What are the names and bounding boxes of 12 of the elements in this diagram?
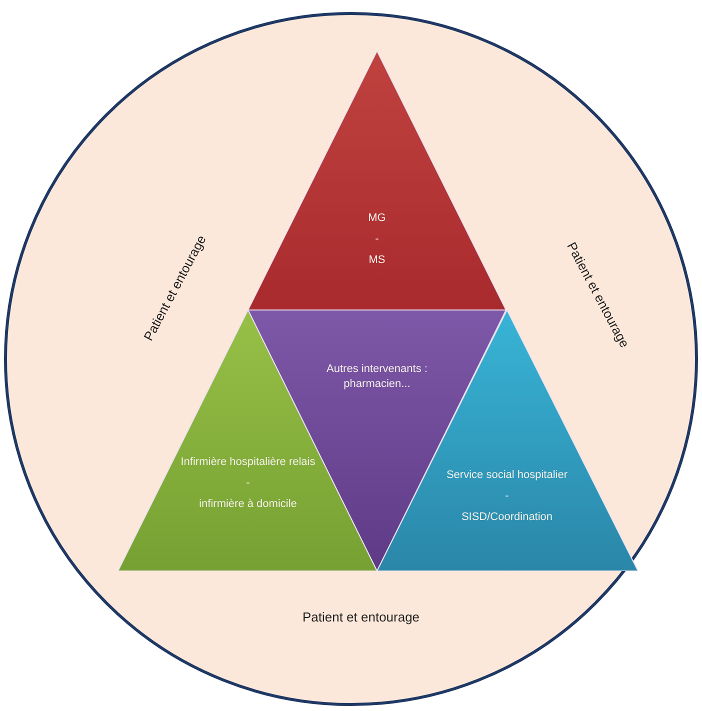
segment-label: Infirmière hospitalière relais	[180, 455, 316, 470]
segment-label: -	[505, 489, 509, 504]
segment-label: MG	[368, 211, 386, 226]
segment-label: Service social hospitalier	[446, 468, 568, 483]
circle-label: Patient et entourage	[302, 608, 420, 626]
segment-label: Autres intervenants : pharmacien...	[326, 362, 428, 392]
segment-label: SISD/Coordination	[461, 510, 553, 525]
segment-label: infirmière à domicile	[199, 497, 297, 512]
segment-label: MS	[368, 253, 386, 268]
triangle-segment	[248, 51, 506, 310]
segment-label: -	[375, 232, 379, 247]
segment-label: -	[246, 476, 250, 491]
